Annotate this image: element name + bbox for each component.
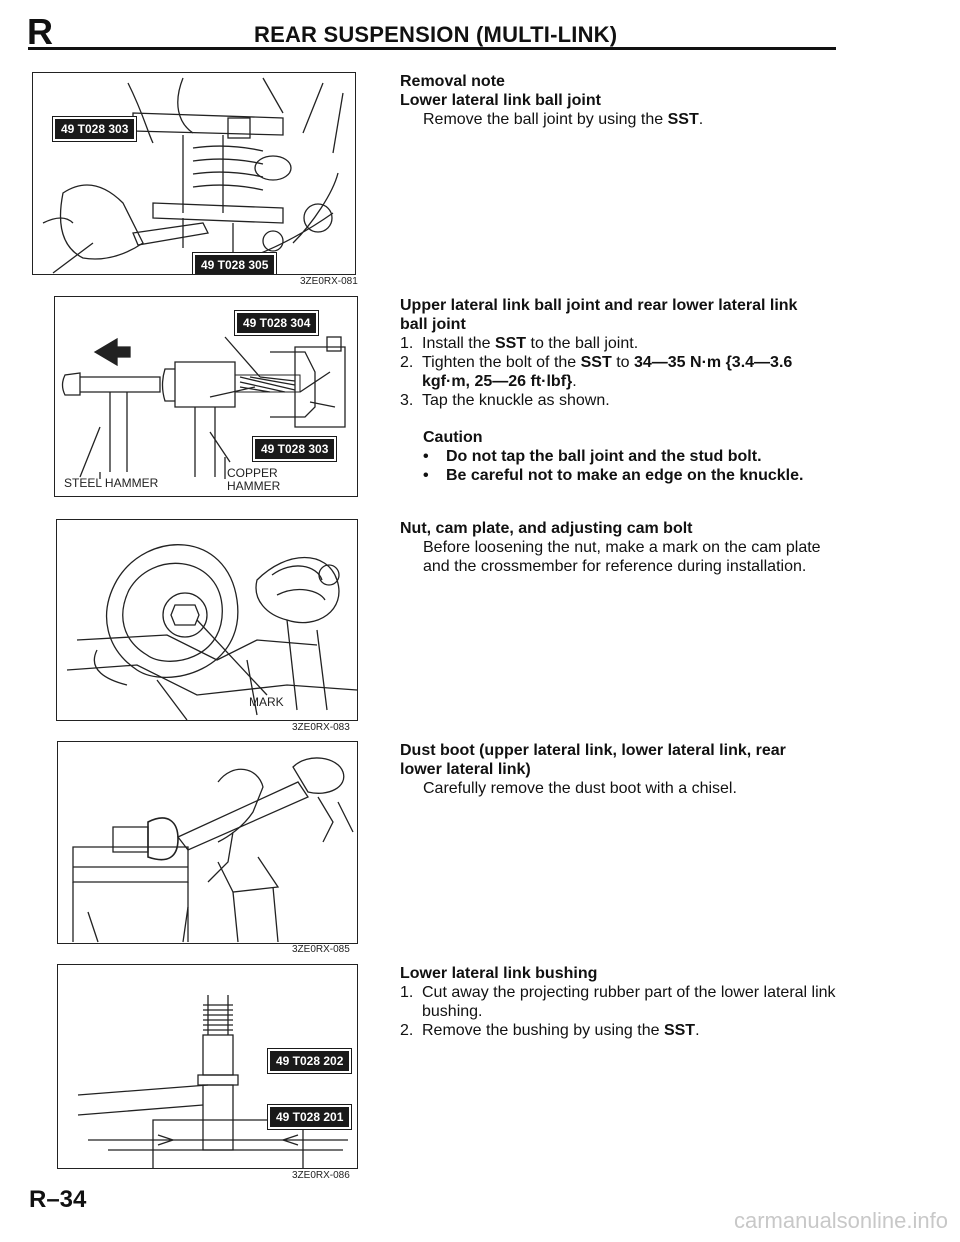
figure-hammer-tapping: 49 T028 304 49 T028 303 STEEL HAMMER COP… [54, 296, 358, 497]
dust-boot-illustration [72, 757, 354, 943]
caution-bullet: • Be careful not to make an edge on the k… [400, 466, 840, 485]
bushing-illustration [77, 995, 348, 1168]
step-1: 1. Install the SST to the ball joint. [400, 334, 840, 353]
copper-hammer-label: COPPER HAMMER [227, 467, 280, 492]
sst-term: SST [663, 1022, 696, 1039]
section-upper-lateral-ball-joint: Upper lateral link ball joint and rear l… [400, 296, 840, 485]
copper-hammer-label-line2: HAMMER [227, 478, 281, 493]
cam-plate-illustration [66, 544, 357, 720]
section-body: Carefully remove the dust boot with a ch… [423, 780, 737, 797]
tool-tag: 49 T028 202 [268, 1049, 352, 1073]
section-heading-cont: ball joint [400, 316, 466, 333]
section-dust-boot: Dust boot (upper lateral link, lower lat… [400, 741, 840, 798]
body-text: . [698, 111, 704, 128]
text: . [572, 373, 577, 390]
bullet-text: Do not tap the ball joint and the stud b… [446, 448, 762, 465]
section-heading: Nut, cam plate, and adjusting cam bolt [400, 520, 693, 537]
caution-heading: Caution [423, 429, 483, 446]
watermark: carmanualsonline.info [733, 1208, 948, 1233]
figure-id: 3ZE0RX-081 [300, 276, 358, 287]
tool-tag: 49 T028 201 [268, 1105, 352, 1129]
step-text: Tap the knuckle as shown. [422, 392, 610, 409]
step-text: Install the SST to the ball joint. [422, 334, 840, 353]
figure-id: 3ZE0RX-085 [292, 944, 350, 955]
section-heading: Removal note [400, 73, 505, 90]
step-number: 2. [400, 1022, 414, 1039]
section-subheading: Lower lateral link ball joint [400, 92, 601, 109]
ball-joint-illustration [42, 77, 344, 274]
text: to [611, 354, 634, 371]
section-letter: R [27, 11, 53, 52]
text: Remove the bushing by using the [422, 1022, 664, 1039]
tool-tag: 49 T028 305 [193, 253, 277, 274]
step-number: 1. [400, 984, 414, 1001]
step-1: 1. Cut away the projecting rubber part of… [400, 983, 840, 1021]
tool-tag: 49 T028 303 [253, 437, 337, 461]
copper-hammer-label-line1: COPPER [227, 466, 278, 480]
step-text: Cut away the projecting rubber part of t… [422, 984, 836, 1020]
section-bushing: Lower lateral link bushing 1. Cut away th… [400, 964, 840, 1040]
step-2: 2. Tighten the bolt of the SST to 34—35 N… [400, 353, 840, 391]
section-lower-lateral-ball-joint: Removal note Lower lateral link ball joi… [400, 72, 840, 129]
figure-id: 3ZE0RX-086 [292, 1170, 350, 1181]
page-title: REAR SUSPENSION (MULTI-LINK) [254, 22, 618, 47]
figure-dust-boot-chisel [57, 741, 358, 944]
header-rule [28, 47, 836, 50]
sst-term: SST [667, 111, 699, 128]
bullet-dot: • [423, 448, 429, 465]
tool-tag: 49 T028 303 [53, 117, 137, 141]
section-heading: Lower lateral link bushing [400, 965, 598, 982]
text: . [695, 1022, 700, 1039]
sst-term: SST [494, 335, 527, 352]
hammer-illustration [61, 336, 346, 479]
section-heading-cont: lower lateral link) [400, 761, 531, 778]
figure-cam-plate-mark: MARK [56, 519, 358, 721]
body-text: Remove the ball joint by using the [423, 111, 668, 128]
torque-spec: 34—35 N·m {3.4—3.6 kgf·m, 25—26 ft·lbf} [422, 354, 793, 390]
caution-bullet: • Do not tap the ball joint and the stud … [400, 447, 840, 466]
text: to the ball joint. [526, 335, 639, 352]
figure-bushing-removal: 49 T028 202 49 T028 201 [57, 964, 358, 1169]
sst-term: SST [580, 354, 612, 371]
section-body: Before loosening the nut, make a mark on… [423, 539, 821, 575]
steel-hammer-label: STEEL HAMMER [64, 476, 159, 490]
section-heading: Upper lateral link ball joint and rear l… [400, 297, 798, 314]
step-2: 2. Remove the bushing by using the SST. [400, 1021, 840, 1040]
step-number: 3. [400, 392, 414, 409]
text: Tighten the bolt of the [422, 354, 581, 371]
step-3: 3. Tap the knuckle as shown. [400, 391, 840, 410]
bullet-dot: • [423, 467, 429, 484]
step-text: Remove the bushing by using the SST. [422, 1021, 840, 1040]
step-number: 1. [400, 335, 414, 352]
section-cam-plate: Nut, cam plate, and adjusting cam bolt B… [400, 519, 840, 576]
figure-ball-joint-removal: 49 T028 303 49 T028 305 [32, 72, 356, 275]
section-heading: Dust boot (upper lateral link, lower lat… [400, 742, 786, 759]
step-number: 2. [400, 354, 414, 371]
mark-label: MARK [249, 695, 284, 709]
tool-tag: 49 T028 304 [235, 311, 319, 335]
text: Install the [422, 335, 495, 352]
figure-id: 3ZE0RX-083 [292, 722, 350, 733]
step-text: Tighten the bolt of the SST to 34—35 N·m… [422, 353, 840, 391]
bullet-text: Be careful not to make an edge on the kn… [446, 467, 804, 484]
section-body: Remove the ball joint by using the SST. [400, 110, 840, 129]
page-number: R–34 [29, 1186, 87, 1213]
